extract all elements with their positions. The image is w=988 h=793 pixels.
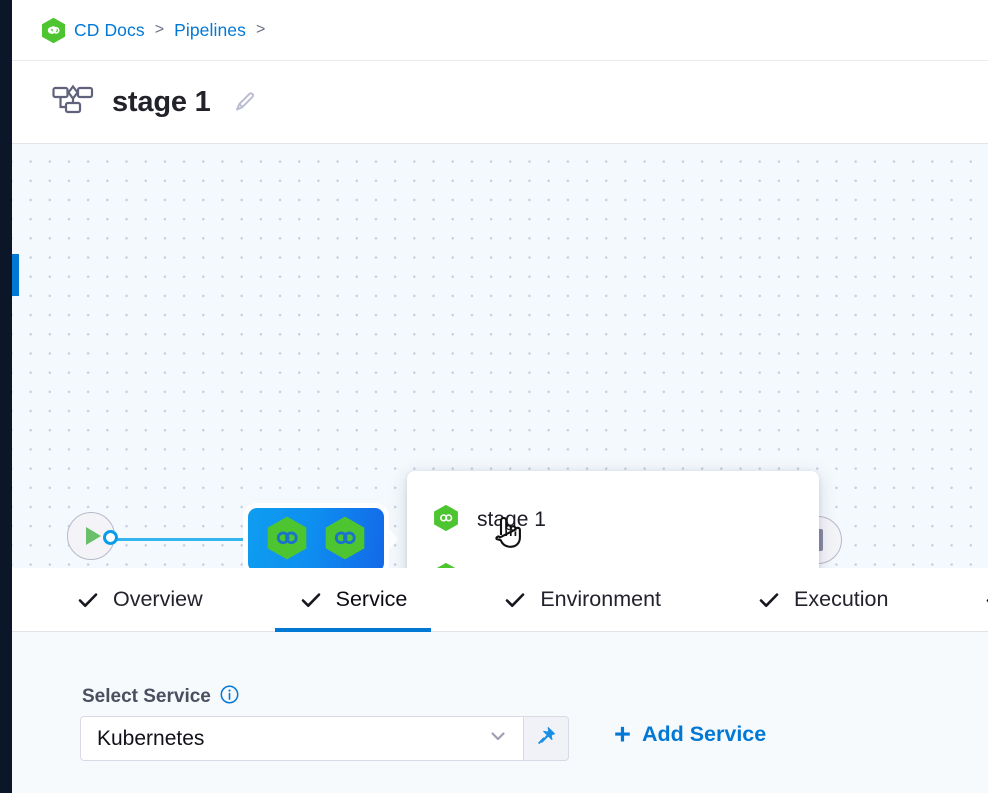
canvas-scrollbar[interactable] — [12, 254, 19, 296]
tab-advanced[interactable] — [960, 568, 988, 632]
check-icon — [78, 592, 98, 607]
check-icon — [301, 592, 320, 607]
page-header: stage 1 — [12, 61, 988, 144]
select-service-dropdown[interactable]: Kubernetes — [80, 716, 524, 761]
select-service-value: Kubernetes — [97, 726, 205, 750]
harness-cd-hexagon-icon — [266, 515, 308, 566]
plus-icon: + — [614, 718, 631, 751]
add-service-label: Add Service — [641, 722, 767, 746]
pipeline-canvas[interactable]: stage 1 + 1 more stages Add Stage stage … — [12, 144, 988, 568]
edit-name-button[interactable] — [229, 87, 259, 117]
harness-cd-hexagon-icon — [324, 515, 366, 566]
check-icon — [759, 592, 779, 607]
tab-label: Environment — [540, 587, 662, 611]
pencil-icon — [231, 92, 257, 118]
add-service-button[interactable]: + Add Service — [612, 718, 768, 751]
stage-config-tabs: Overview Service Environment Execution — [12, 568, 988, 632]
tab-label: Service — [335, 587, 408, 611]
tab-service[interactable]: Service — [274, 568, 432, 632]
stage-node-notch — [382, 520, 398, 558]
tab-environment[interactable]: Environment — [479, 568, 685, 632]
service-config-panel: Select Service Kubernetes — [12, 632, 988, 793]
tab-label: Overview — [113, 587, 203, 611]
popup-item-stage-2[interactable]: stage 2 — [407, 549, 819, 568]
pin-icon — [535, 725, 557, 752]
pipeline-flow-icon — [52, 84, 94, 121]
connector-line — [116, 538, 249, 541]
stage-group-node[interactable] — [248, 508, 384, 568]
harness-cd-hexagon-icon — [433, 562, 459, 568]
page-title: stage 1 — [112, 85, 211, 118]
select-service-control: Kubernetes — [80, 716, 569, 761]
check-icon — [987, 598, 988, 602]
play-triangle-icon — [85, 527, 101, 545]
stage-selection-popup: stage 1 stage 2 — [407, 471, 819, 568]
popup-item-stage-1[interactable]: stage 1 — [407, 491, 819, 549]
breadcrumb-separator: > — [255, 21, 266, 38]
tab-execution[interactable]: Execution — [733, 568, 912, 632]
select-service-label: Select Service — [82, 686, 211, 707]
tab-label: Execution — [794, 587, 889, 611]
pin-service-button[interactable] — [524, 716, 569, 761]
breadcrumb-link-cd-docs[interactable]: CD Docs — [74, 19, 145, 40]
popup-item-label: stage 2 — [477, 566, 546, 568]
harness-cd-hexagon-icon — [41, 17, 66, 44]
tab-overview[interactable]: Overview — [52, 568, 227, 632]
breadcrumb-link-pipelines[interactable]: Pipelines — [174, 19, 246, 40]
harness-cd-hexagon-icon — [433, 504, 459, 537]
popup-item-label: stage 1 — [477, 508, 546, 531]
breadcrumb-separator: > — [154, 21, 165, 38]
start-node[interactable] — [67, 512, 115, 560]
chevron-down-icon — [487, 725, 509, 752]
select-service-label-row: Select Service — [82, 685, 239, 709]
info-circle-icon[interactable] — [220, 685, 239, 709]
connector-dot[interactable] — [103, 530, 118, 545]
left-nav-rail — [0, 0, 12, 793]
check-icon — [506, 592, 525, 607]
breadcrumb: CD Docs > Pipelines > — [12, 0, 988, 61]
